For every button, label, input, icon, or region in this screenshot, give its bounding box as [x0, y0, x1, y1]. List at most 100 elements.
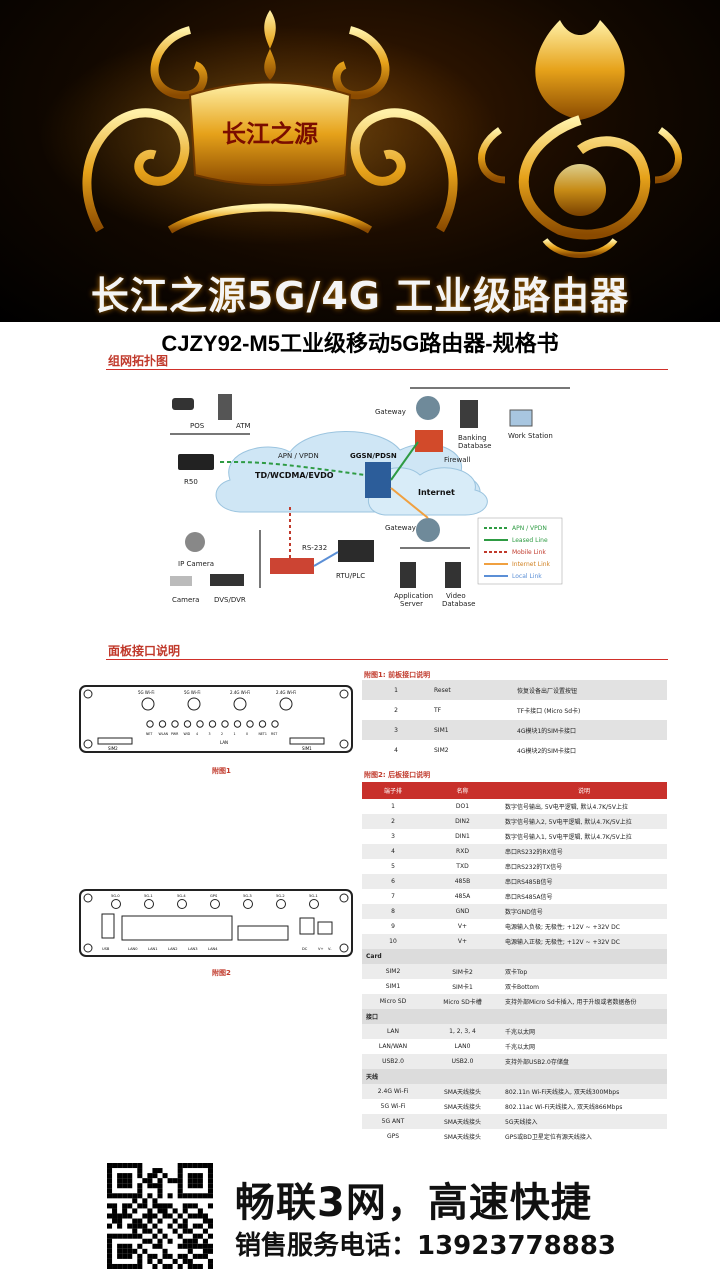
led-indicator [221, 720, 229, 728]
table-cell: 2 [362, 814, 424, 829]
label-ggsn: GGSN/PDSN [350, 452, 397, 460]
led-label: 1 [234, 732, 236, 736]
table-cell: 千兆以太网 [505, 1044, 536, 1051]
industrial-router [270, 558, 314, 574]
table-cell: LAN [362, 1024, 424, 1039]
table-cell: SIM1 [430, 720, 513, 740]
lan-label: LAN [220, 740, 228, 745]
table-cell: DIN1 [455, 833, 470, 840]
table-cell: DIN2 [424, 814, 501, 829]
antenna-label: 5G-0 [111, 894, 120, 898]
table-cell: DO1 [455, 803, 470, 810]
table-cell: 数字信号输入2, 5V电平逻辑, 默认4.7K/5V上拉 [501, 814, 667, 829]
table-cell: 10 [362, 934, 424, 949]
antenna-connector [144, 899, 154, 909]
antenna-label: 5G-1 [144, 894, 153, 898]
antenna-label: 2.4G Wi-Fi [230, 690, 250, 695]
table-cell: SMA天线接头 [424, 1084, 501, 1099]
section-divider [106, 659, 668, 660]
antenna-connector [243, 899, 253, 909]
legend-leased: Leased Line [512, 537, 548, 544]
ornament-graphic [40, 10, 682, 258]
antenna-connector [111, 899, 121, 909]
banner-title: 长江之源5G/4G 工业级路由器 [90, 274, 630, 318]
led-label: 0 [246, 732, 248, 736]
led-indicator [246, 720, 254, 728]
antenna-connector [233, 697, 247, 711]
label-videodb-2: Database [442, 600, 475, 608]
table-cell: 支持外部USB2.0存储盘 [501, 1054, 667, 1069]
table-cell: 485A [454, 893, 471, 900]
table-cell: Reset [430, 680, 513, 700]
table-cell: USB2.0 [424, 1054, 501, 1069]
table-cell: 7 [391, 893, 395, 900]
antenna-connector [141, 697, 155, 711]
lan-port-block [121, 915, 233, 941]
document-title: CJZY92-M5工业级移动5G路由器-规格书 [161, 331, 559, 356]
ip-camera [185, 532, 205, 552]
antenna-connector [177, 899, 187, 909]
label-banking-db: Database [458, 442, 491, 450]
table-cell: 串口RS232的RX信号 [501, 844, 667, 859]
table-cell: GND [424, 904, 501, 919]
led-indicator [196, 720, 204, 728]
promo-banner: 长江之源 长江之源5G/4G 工业级路由器 [0, 0, 720, 322]
gateway-top-router [416, 396, 440, 420]
table-cell: 数字信号输出, 5V电平逻辑, 默认4.7K/5V上拉 [505, 804, 628, 811]
label-camera: Camera [172, 596, 199, 604]
table-cell: SIM1 [385, 983, 401, 990]
led-indicator [158, 720, 167, 728]
table-cell: 4G模块1的SIM卡接口 [513, 720, 667, 740]
port-label: LAN0 [128, 947, 138, 951]
label-apn: APN / VPDN [278, 452, 319, 460]
label-pos: POS [190, 422, 205, 430]
port-label: LAN1 [148, 947, 158, 951]
label-appserver-2: Server [400, 600, 423, 608]
table-cell: 4G模块2的SIM卡接口 [517, 747, 577, 755]
sim1-label: SIM1 [302, 746, 312, 751]
port-label: DC [302, 947, 308, 951]
table-cell: 串口RS485A信号 [505, 894, 553, 901]
rtu-plc [338, 540, 374, 562]
label-workstation: Work Station [508, 432, 553, 440]
led-indicator [171, 720, 179, 728]
table-cell: RXD [424, 844, 501, 859]
table-cell: TF卡接口 (Micro Sd卡) [517, 707, 581, 715]
led-indicator [183, 720, 192, 728]
table-cell: SIM卡2 [424, 964, 501, 979]
led-label: WLAN [159, 732, 169, 736]
diagram-legend: APN / VPDN Leased Line Mobile Link Inter… [477, 517, 563, 585]
table-cell: 数字GND信号 [501, 904, 667, 919]
usb-port [101, 913, 115, 939]
table-cell: 双卡Bottom [505, 984, 540, 991]
label-banking: Banking [458, 434, 486, 442]
table-cell: SIM2 [434, 746, 449, 754]
port-label: LAN3 [188, 947, 198, 951]
port-label: V+ [318, 947, 323, 951]
antenna-connector [210, 899, 220, 909]
led-indicator [233, 720, 242, 728]
table-cell: 1, 2, 3, 4 [424, 1024, 501, 1039]
table-cell: TXD [456, 863, 469, 870]
led-indicator [208, 720, 217, 728]
table-cell: 1 [391, 803, 395, 810]
table-cell: 1 [362, 680, 430, 700]
table-section-label: 接口 [362, 1009, 667, 1024]
legend-apn: APN / VPDN [512, 525, 547, 532]
table-cell: GPS或BD卫星定位有源天线接入 [505, 1134, 592, 1141]
table-cell: V+ [424, 934, 501, 949]
table-cell: 支持外部Micro Sd卡插入, 用于升级或者数据备份 [501, 994, 667, 1009]
led-label: NET [146, 732, 152, 736]
